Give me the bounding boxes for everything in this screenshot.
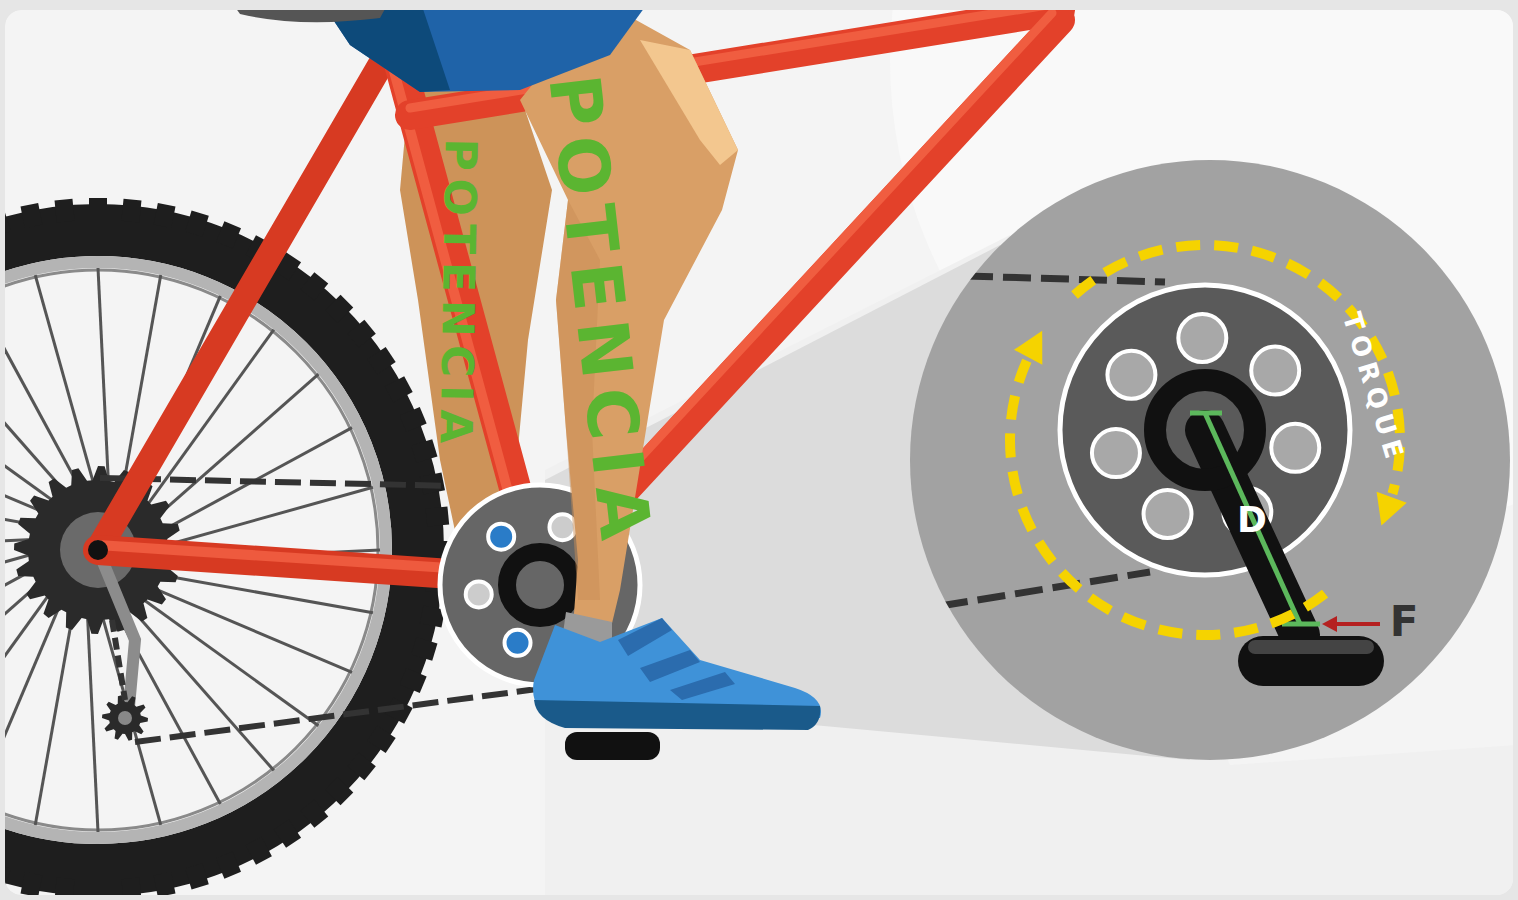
tire-tread: [426, 507, 450, 527]
tire-tread: [216, 851, 241, 878]
torque-arc: [1075, 245, 1400, 494]
tire-tread: [55, 878, 75, 895]
zoom-circle: [910, 160, 1510, 760]
distance-cap: [1190, 411, 1222, 416]
shoe-sole: [534, 700, 820, 730]
tire-tread: [5, 211, 11, 237]
rear-axle: [88, 540, 108, 560]
chainring-hole: [1251, 347, 1299, 395]
panel: [5, 10, 1513, 895]
distance-label: D: [1237, 502, 1267, 538]
tire-tread: [347, 320, 375, 348]
leg-power-label: POTENCIA: [433, 138, 482, 452]
tire-tread: [121, 878, 141, 895]
torque-arrowhead: [1377, 492, 1407, 526]
tire-tread: [5, 863, 11, 889]
torque-arrowhead: [1014, 331, 1042, 365]
front-leg: [520, 10, 738, 640]
tire-tread: [300, 799, 328, 827]
leg-power-label: POTENCIA: [538, 71, 661, 552]
chainring-hole: [1107, 351, 1155, 399]
chainring-hole: [1092, 429, 1140, 477]
seat-stay: [98, 40, 395, 550]
chainring-hole: [1178, 314, 1226, 362]
zoom-pedal-top: [1248, 640, 1374, 654]
tire-tread: [347, 752, 375, 780]
tire-tread: [121, 199, 141, 223]
tire-tread: [154, 203, 176, 228]
leg-shadow: [556, 200, 600, 600]
tire-tread: [89, 198, 107, 220]
tire-tread: [185, 211, 209, 237]
tire-tread: [411, 439, 437, 463]
derailleur-pulley: [102, 695, 148, 740]
zoom-chain-bottom: [940, 572, 1150, 606]
chainring-hole: [1144, 490, 1192, 538]
tire-tread: [89, 880, 107, 895]
tire-tread: [274, 819, 301, 847]
tire-tread: [325, 295, 353, 323]
chainring-hole: [549, 514, 575, 540]
derailleur-arm: [98, 550, 135, 718]
tire-tread: [399, 668, 426, 693]
spoke: [5, 579, 71, 804]
tire-tread: [399, 407, 426, 432]
torque-arrows: [1010, 245, 1407, 635]
chainring-hole: [488, 524, 514, 550]
lever-distance: [1205, 413, 1300, 624]
force-arrow: [1334, 622, 1380, 626]
zoom-pedal: [1238, 636, 1384, 686]
chainring-hole: [466, 581, 492, 607]
tire-tread: [367, 726, 395, 753]
tire-tread: [21, 203, 43, 228]
torque-label: TORQUE: [1339, 309, 1410, 467]
tire-tread: [216, 221, 241, 248]
chainring-hole: [1271, 424, 1319, 472]
zoom-chain-top: [965, 276, 1165, 282]
pedal: [565, 732, 660, 760]
chainring-hole: [505, 630, 531, 656]
shorts: [320, 10, 650, 92]
spoke: [35, 275, 101, 510]
chain-derailleur: [112, 620, 125, 700]
tire-tread: [55, 199, 75, 223]
zoom-spindle: [1155, 380, 1255, 480]
zoom-content: [940, 245, 1407, 686]
shorts-shadow: [320, 10, 450, 92]
torque-arc: [1010, 361, 1325, 635]
distance-cap: [1282, 622, 1320, 627]
tire-tread: [385, 376, 413, 402]
tire-tread: [300, 272, 328, 300]
force-arrowhead: [1322, 616, 1337, 632]
tire-tread: [325, 777, 353, 805]
tire-tread: [246, 837, 272, 865]
spoke: [127, 577, 352, 672]
tire-tread: [154, 872, 176, 895]
tire-tread: [367, 347, 395, 374]
tire-tread: [411, 637, 437, 661]
pulley-hub: [118, 711, 132, 725]
tire-tread: [21, 872, 43, 895]
shoe-straps: [618, 618, 735, 700]
crank-spindle: [507, 552, 573, 618]
tire-tread: [185, 863, 209, 889]
zoom-inset: [910, 160, 1510, 760]
force-label: F: [1390, 601, 1419, 643]
chain-bottom: [135, 688, 545, 742]
spoke: [121, 583, 319, 726]
saddle: [230, 10, 390, 22]
knee-highlight: [640, 40, 738, 165]
